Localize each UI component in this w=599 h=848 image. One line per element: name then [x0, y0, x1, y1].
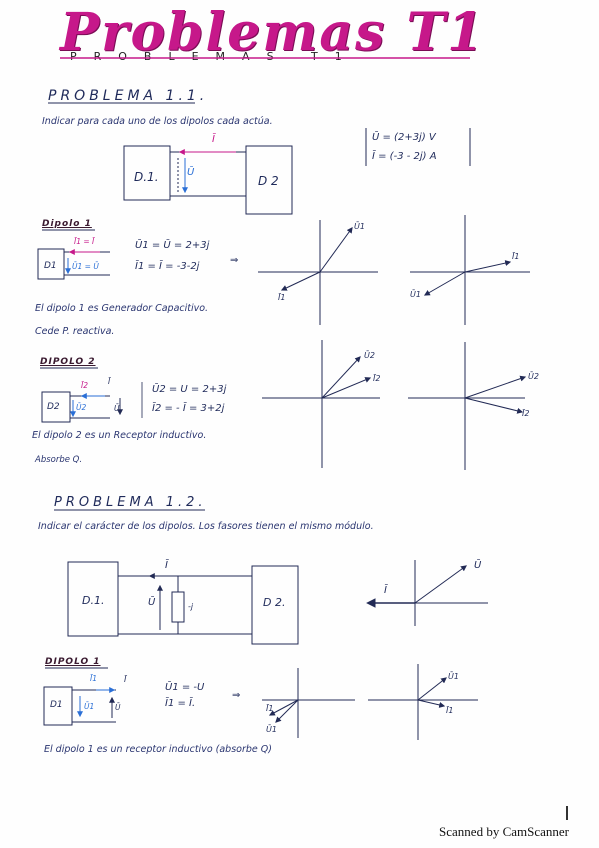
p11-box-d1	[123, 145, 171, 201]
p12-capacitor	[171, 591, 185, 623]
dipolo-1-graph2-u: Ū1	[410, 290, 421, 299]
dipolo-2-big-voltage-label: Ū	[114, 404, 120, 413]
dipolo-1-heading: Dipolo 1	[42, 219, 92, 229]
p11-d1-box	[37, 248, 65, 280]
current-label: Ī	[212, 134, 215, 145]
problem-1-2-heading: PROBLEMA 1.2.	[54, 495, 207, 510]
given-voltage: Ū = (2+3j) V	[372, 132, 436, 143]
dipolo-2-conclusion: El dipolo 2 es un Receptor inductivo.	[32, 430, 207, 441]
box-d2-label: D 2	[258, 174, 279, 188]
p12-graph-u: Ū	[474, 560, 482, 571]
p12-dipolo-1-current-label: Ī1	[90, 674, 97, 683]
dipolo-2-eq-current: Ī2 = - Ī = 3+2j	[152, 403, 225, 414]
dipolo-2-graph1-i: Ī2	[373, 374, 381, 383]
p11-d1-graph1-u-vector	[319, 227, 353, 273]
p12-dipolo-1-eq-current: Ī1 = Ī.	[165, 698, 196, 709]
p11-d2-graph1-i-vector	[321, 377, 372, 399]
p12-capacitor-label: -j	[188, 602, 194, 611]
p11-d1-graph1-i-vector	[280, 271, 321, 291]
p12-dipolo-1-graph1-u: Ū1	[266, 725, 277, 734]
p12-d1-graph2-i-vector	[417, 699, 446, 708]
dipolo-2-big-current-label: Ī	[108, 377, 111, 386]
dipolo-1-implies: ⇒	[230, 255, 239, 266]
p12-voltage-label: Ū	[148, 597, 156, 608]
problem-1-2-statement: Indicar el carácter de los dipolos. Los …	[38, 521, 374, 532]
dipolo-2-voltage-label: Ū2	[76, 403, 87, 412]
dipolo-1-conclusion: El dipolo 1 es Generador Capacitivo.	[35, 303, 209, 314]
p12-d1-graph1-i-vector	[268, 699, 299, 716]
dipolo-2-graph2-u: Ū2	[528, 372, 539, 381]
p12-current-label: Ī	[165, 560, 168, 571]
given-current: Ī = (-3 - 2j) A	[372, 151, 437, 162]
p12-dipolo-1-conclusion: El dipolo 1 es un receptor inductivo (ab…	[44, 744, 272, 755]
p12-dipolo-1-big-current-label: Ī	[124, 675, 127, 684]
p11-d2-box	[41, 391, 71, 423]
problem-1-1-heading: PROBLEMA 1.1.	[48, 88, 209, 104]
p12-d1-graph2-u-vector	[417, 677, 447, 701]
dipolo-2-graph1-u: Ū2	[364, 351, 375, 360]
problem-1-1-statement: Indicar para cada uno de los dipolos cad…	[42, 116, 273, 127]
p12-dipolo-1-box-label: D1	[50, 700, 63, 710]
dipolo-2-graph2-i: Ī2	[522, 409, 530, 418]
p12-dipolo-1-big-voltage-label: Ū	[115, 703, 121, 712]
p11-box-d2	[245, 145, 293, 215]
p11-d1-graph2-u-vector	[423, 271, 466, 296]
page-subtitle: PROBLEMAS T1	[70, 50, 359, 63]
p12-dipolo-1-voltage-label: Ū1	[84, 702, 95, 711]
margin-mark	[566, 806, 568, 820]
dipolo-2-conclusion-2: Absorbe Q.	[35, 455, 83, 465]
box-d1-label: D.1.	[134, 170, 159, 184]
dipolo-1-box-label: D1	[44, 261, 57, 271]
p12-d1-graph1-u-vector	[275, 699, 299, 723]
p12-box-d2	[251, 565, 299, 645]
p12-dipolo-1-graph2-u: Ū1	[448, 672, 459, 681]
dipolo-2-box-label: D2	[47, 402, 60, 412]
dipolo-1-graph1-u: Ū1	[354, 222, 365, 231]
dipolo-1-eq-current: Ī1 = Ī = -3-2j	[135, 261, 200, 272]
voltage-label: Ū	[187, 167, 195, 178]
p12-dipolo-1-graph2-i: Ī1	[446, 706, 454, 715]
dipolo-1-voltage-label: Ū1 = Ū	[72, 262, 99, 271]
p11-d1-graph2-i-vector	[464, 260, 512, 273]
p12-box-d1-label: D.1.	[82, 594, 105, 607]
p12-box-d1	[67, 561, 119, 637]
p12-graph-u-vector	[414, 565, 467, 604]
p12-dipolo-1-eq-voltage: Ū1 = -U	[165, 682, 205, 693]
p11-d2-graph2-u-vector	[464, 375, 527, 399]
dipolo-1-graph2-i: Ī1	[512, 252, 520, 261]
p12-d1-box	[43, 686, 73, 726]
p12-dipolo-1-graph1-i: Ī1	[266, 704, 274, 713]
dipolo-1-current-label: Ī1 = Ī	[74, 237, 95, 246]
dipolo-1-conclusion-2: Cede P. reactiva.	[35, 326, 115, 337]
p12-dipolo-1-heading: DIPOLO 1	[45, 657, 101, 667]
p12-graph-i: Ī	[384, 585, 387, 596]
dipolo-1-graph1-i: Ī1	[278, 293, 286, 302]
p12-dipolo-1-implies: ⇒	[232, 690, 241, 701]
dipolo-2-current-label: Ī2	[81, 381, 88, 390]
page-title: Problemas T1	[60, 2, 486, 63]
p11-d2-graph2-i-vector	[464, 397, 524, 414]
p11-d2-graph1-u-vector	[321, 356, 361, 399]
p12-box-d2-label: D 2.	[263, 596, 286, 609]
dipolo-1-eq-voltage: Ū1 = Ū = 2+3j	[135, 240, 210, 251]
scanner-footer: Scanned by CamScanner	[439, 824, 569, 839]
dipolo-2-eq-voltage: Ū2 = U = 2+3j	[152, 384, 227, 395]
dipolo-2-heading: DIPOLO 2	[40, 357, 96, 367]
